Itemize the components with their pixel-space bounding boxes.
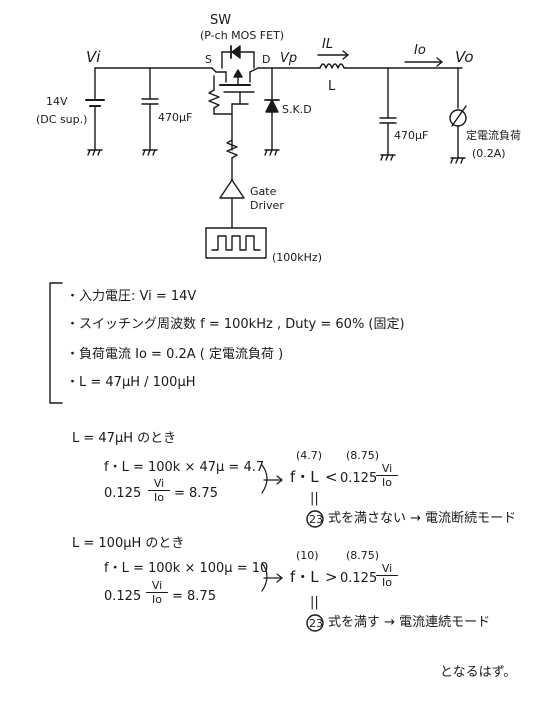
diode-symbol	[265, 99, 279, 113]
ground-symbol	[87, 149, 103, 156]
case2-compare-operator: >	[325, 568, 338, 586]
arrow-case2	[261, 562, 283, 592]
sw-type-label: (P-ch MOS FET)	[200, 29, 285, 42]
ground-symbol	[142, 149, 158, 156]
battery-voltage-label: 14V	[46, 95, 68, 108]
fraction-denominator: Io	[154, 491, 164, 504]
case1-coefficient-result: = 8.75	[174, 486, 218, 501]
case2-compare-left: f・L	[290, 568, 319, 586]
battery-note-label: (DC sup.)	[36, 113, 88, 126]
arrow-case1	[261, 464, 283, 494]
closing-note: となるはず。	[440, 665, 517, 680]
ground-symbol	[450, 157, 466, 164]
case2-value-right: (8.75)	[346, 549, 380, 562]
condition-item: ・L = 47μH / 100μH	[66, 375, 196, 390]
fraction-denominator: Io	[152, 593, 162, 606]
cin-label: 470μF	[158, 111, 193, 124]
case1-heading: L = 47μH のとき	[72, 431, 177, 446]
gate-resistor	[208, 75, 233, 115]
condition-item: ・負荷電流 Io = 0.2A ( 定電流負荷 )	[66, 347, 284, 362]
case1-value-left: (4.7)	[296, 449, 323, 462]
ground-symbol	[264, 149, 280, 156]
gate-series-resistor	[226, 139, 238, 181]
case1-compare-fraction: Vi Io	[376, 463, 398, 488]
pulse-frequency-label: (100kHz)	[272, 251, 322, 264]
sw-label: SW	[210, 13, 232, 28]
case2-result: 式を満す → 電流連続モード	[328, 615, 491, 630]
inductor-symbol	[319, 63, 347, 69]
pulse-generator	[205, 227, 267, 259]
diode-label: S.K.D	[282, 103, 312, 116]
case2-fraction: Vi Io	[146, 580, 168, 605]
case2-equation-ref: 23	[309, 617, 323, 630]
arrow-io	[404, 57, 443, 67]
conditions-bracket	[49, 282, 63, 404]
fraction-denominator: Io	[382, 576, 392, 589]
case1-fraction: Vi Io	[148, 478, 170, 503]
case2-coefficient: 0.125	[104, 589, 142, 604]
case1-equation-ref: 23	[309, 513, 323, 526]
gate-driver-symbol	[219, 179, 245, 199]
arrow-il	[317, 50, 349, 60]
case1-compare-coefficient: 0.125	[340, 471, 378, 486]
cout-label: 470μF	[394, 129, 429, 142]
case1-equivalence: ||	[310, 491, 319, 506]
condition-item: ・入力電圧: Vi = 14V	[66, 289, 197, 304]
case1-coefficient: 0.125	[104, 486, 142, 501]
pulse-waveform	[211, 235, 261, 251]
io-label: Io	[414, 43, 426, 58]
vo-label: Vo	[455, 48, 474, 66]
fraction-numerator: Vi	[376, 463, 398, 476]
vp-label: Vp	[280, 51, 298, 66]
drain-label: D	[262, 53, 271, 66]
case1-compare-operator: <	[325, 468, 338, 486]
eq-ref-circle	[306, 510, 324, 528]
load-current-label: (0.2A)	[472, 147, 506, 160]
condition-item: ・スイッチング周波数 f = 100kHz , Duty = 60% (固定)	[66, 317, 405, 332]
fraction-numerator: Vi	[376, 563, 398, 576]
case2-fl-equation: f・L = 100k × 100μ = 10	[104, 561, 269, 576]
mosfet-symbol	[211, 45, 259, 151]
fraction-numerator: Vi	[148, 478, 170, 491]
source-label: S	[205, 53, 212, 66]
case1-compare-left: f・L	[290, 468, 319, 486]
gate-driver-label-1: Gate	[250, 185, 277, 198]
case1-value-right: (8.75)	[346, 449, 380, 462]
case1-result: 式を満さない → 電流断続モード	[328, 511, 517, 526]
case2-equivalence: ||	[310, 595, 319, 610]
case2-compare-coefficient: 0.125	[340, 571, 378, 586]
vi-label: Vi	[86, 48, 101, 66]
fraction-numerator: Vi	[146, 580, 168, 593]
case1-fl-equation: f・L = 100k × 47μ = 4.7	[104, 460, 265, 475]
ground-symbol	[380, 154, 396, 161]
gate-driver-label-2: Driver	[250, 199, 284, 212]
case2-coefficient-result: = 8.75	[172, 589, 216, 604]
inductor-label: L	[328, 79, 336, 94]
fraction-denominator: Io	[382, 476, 392, 489]
load-arrow	[451, 105, 467, 127]
load-label: 定電流負荷	[466, 129, 521, 142]
case2-compare-fraction: Vi Io	[376, 563, 398, 588]
il-label: IL	[322, 37, 334, 52]
eq-ref-circle	[306, 614, 324, 632]
case2-heading: L = 100μH のとき	[72, 536, 185, 551]
case2-value-left: (10)	[296, 549, 319, 562]
